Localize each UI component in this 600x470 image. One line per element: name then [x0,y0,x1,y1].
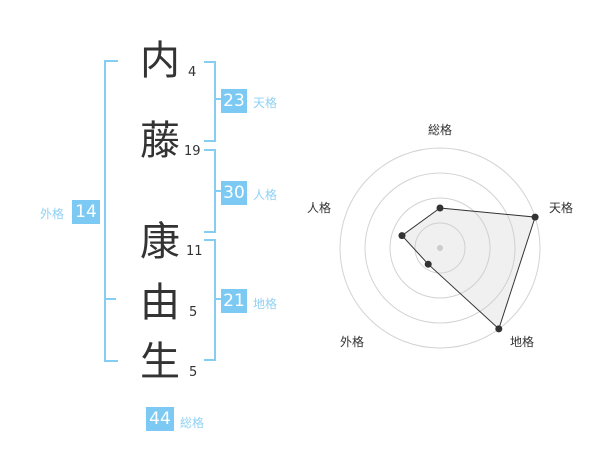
jinkaku-label: 人格 [253,188,278,202]
gaikaku-bracket [104,60,118,362]
radar-point [424,260,432,268]
tenkaku-bracket [204,61,216,142]
name-char-3: 康 [140,219,180,265]
radar-grid-ring [414,222,466,274]
radar-axis-label-jinkaku: 人格 [307,201,332,215]
gaikaku-bracket-tick [104,298,116,300]
radar-axis-label-tenkaku: 天格 [549,201,574,215]
name-char-2: 藤 [140,118,180,164]
stroke-count-4: 5 [189,305,198,320]
stroke-count-3: 11 [186,244,203,259]
radar-axis-label-gaikaku: 外格 [340,335,365,349]
soukaku-label: 総格 [180,416,205,430]
jinkaku-bracket-tick [214,190,222,192]
name-char-4: 由 [140,280,180,326]
gaikaku-value-badge: 14 [72,200,100,224]
radar-grid-ring [339,147,541,349]
chikaku-bracket-tick [214,298,222,300]
radar-point [495,325,503,333]
radar-grid-ring [389,197,491,299]
radar-point [398,232,406,240]
radar-axis-label-chikaku: 地格 [510,335,535,349]
fortune-radar-chart [339,147,541,349]
gaikaku-label: 外格 [40,207,65,221]
tenkaku-bracket-tick [214,98,222,100]
stroke-count-1: 4 [188,65,197,80]
stroke-count-5: 5 [189,365,198,380]
radar-center-dot [437,245,443,251]
soukaku-value-badge: 44 [146,407,174,431]
chikaku-label: 地格 [253,297,278,311]
radar-grid-ring [364,172,516,324]
jinkaku-value-badge: 30 [221,181,247,205]
tenkaku-value-badge: 23 [221,89,247,113]
name-char-5: 生 [140,339,180,385]
stroke-count-2: 19 [184,144,201,159]
radar-axis-label-soukaku: 総格 [428,123,453,137]
name-char-1: 内 [140,38,180,84]
radar-point [531,213,539,221]
radar-series-area [401,207,536,330]
tenkaku-label: 天格 [253,96,278,110]
radar-point [436,204,444,212]
chikaku-value-badge: 21 [221,289,247,313]
chikaku-bracket [204,239,216,361]
